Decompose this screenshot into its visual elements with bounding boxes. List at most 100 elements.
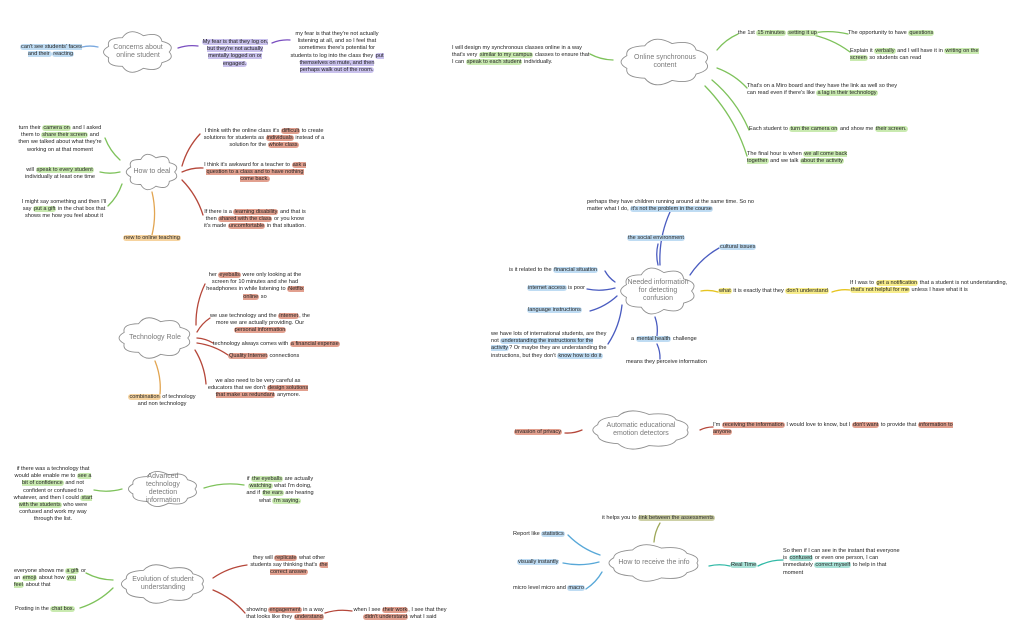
cloud-label-advanced: Advanced technology detection informatio… xyxy=(145,473,181,504)
highlighted-text: the ears xyxy=(261,490,284,497)
connector-line xyxy=(79,587,114,609)
note-n21: they will replicate what other students … xyxy=(247,555,331,577)
highlighted-text: learning disability xyxy=(233,209,279,215)
note-n19: everyone shows me a gift or an emoji abo… xyxy=(14,568,86,590)
note-text: The final hour is when xyxy=(747,151,804,157)
note-text: were only looking at the screen for 10 m… xyxy=(206,272,302,293)
note-text: the 1st xyxy=(738,30,757,36)
highlighted-text: 15 minutes xyxy=(756,30,786,36)
highlighted-text: confused xyxy=(788,555,814,562)
connector-line xyxy=(604,270,616,283)
note-text: her xyxy=(208,272,219,278)
note-text: so xyxy=(259,293,267,300)
note-text: and I asked them to xyxy=(21,125,102,139)
connector-line xyxy=(757,559,784,567)
cloud-node-advanced xyxy=(128,471,197,507)
note-text: what I'm doing, and if xyxy=(246,483,312,497)
note-n8: I think it's awkward for a teacher to as… xyxy=(203,162,307,184)
connector-line xyxy=(196,317,211,333)
note-text: if there was a technology that would abl… xyxy=(14,466,90,480)
note-n22: showing engagement in a way that looks l… xyxy=(245,607,325,621)
note-text: or you know it's made xyxy=(204,216,305,230)
note-text: Posting in the xyxy=(15,606,51,612)
note-text: in that situation. xyxy=(265,223,306,230)
highlighted-text: whole class xyxy=(267,142,299,149)
highlighted-text: a financial expense xyxy=(289,341,340,347)
note-n44: it helps you to link between the assessm… xyxy=(602,515,762,522)
note-n10: new to online teaching xyxy=(118,235,186,242)
cloud-label-deal: How to deal xyxy=(133,168,171,175)
note-text: I might say something and then I'll say xyxy=(21,199,107,213)
note-n43: I'm receiving the information I would lo… xyxy=(713,422,953,436)
note-text: , the more we are actually providing. Ou… xyxy=(215,313,310,327)
connector-line xyxy=(212,564,248,579)
connector-line xyxy=(586,287,616,291)
note-text: or an xyxy=(14,568,86,582)
note-text: Report like xyxy=(513,531,542,537)
cloud-label-needed: Needed information for detecting confusi… xyxy=(627,278,689,302)
highlighted-text: similar to my campus xyxy=(478,52,534,59)
highlighted-text: didn't understand xyxy=(363,614,409,621)
note-text: that a student is not understanding, xyxy=(918,280,1008,286)
highlighted-text: Quality Internet xyxy=(228,353,268,359)
note-text: who were confused and work my way throug… xyxy=(19,502,88,523)
highlighted-text: their work xyxy=(382,607,409,613)
note-n46: visually instantly xyxy=(517,559,587,566)
note-n36: language instructions xyxy=(527,307,607,314)
note-n49: So then if I can see in the instant that… xyxy=(783,548,903,577)
highlighted-text: financial situation xyxy=(553,267,599,273)
highlighted-text: speak to each student xyxy=(465,59,523,66)
cloud-node-receive xyxy=(608,544,699,582)
highlighted-text: visually instantly xyxy=(517,559,560,565)
cloud-node-deal xyxy=(125,153,178,191)
connector-line xyxy=(708,564,731,567)
note-text: That's on a Miro board and they have the… xyxy=(747,83,898,97)
note-text: is poor xyxy=(566,285,585,291)
note-text: micro level micro and xyxy=(513,585,568,591)
note-text: it helps you to xyxy=(602,515,639,521)
note-text: it is exactly that they xyxy=(731,288,786,294)
note-text: and that is then xyxy=(205,209,306,223)
cloud-label-evolution: Evolution of student understanding xyxy=(132,575,194,591)
note-n35: internet access is poor xyxy=(527,285,607,292)
cloud-shape xyxy=(592,410,689,450)
note-n14: Quality Internet connections xyxy=(228,353,308,360)
note-n45: Report like statistics xyxy=(513,531,593,538)
note-text: about how xyxy=(37,575,67,582)
note-n32: the social environment xyxy=(627,235,707,242)
cloud-shape xyxy=(103,31,172,73)
highlighted-text: put a gift xyxy=(32,206,57,213)
note-text: we have lots of international students, … xyxy=(491,331,607,345)
highlighted-text: new to online teaching xyxy=(123,235,181,241)
note-n24: I will design my synchronous classes onl… xyxy=(452,45,590,67)
note-text: are actually xyxy=(283,476,314,482)
highlighted-text: don't understand xyxy=(785,288,829,294)
connector-line xyxy=(716,33,739,51)
note-n17: if there was a technology that would abl… xyxy=(12,466,94,524)
highlighted-text: it's not the problem in the course xyxy=(630,206,713,213)
highlighted-text: engagement xyxy=(268,607,302,613)
connector-line xyxy=(154,360,161,395)
cloud-node-emotion xyxy=(592,410,689,450)
note-text: If there is a xyxy=(204,209,234,215)
note-text: about that xyxy=(24,582,51,589)
connector-line xyxy=(181,179,204,216)
highlighted-text: cultural issues xyxy=(719,244,757,250)
connector-line xyxy=(93,488,123,492)
connector-line xyxy=(181,133,201,167)
connector-line xyxy=(589,295,618,312)
connector-line xyxy=(704,85,748,157)
highlighted-text: uncomfortable xyxy=(227,223,266,230)
connector-line xyxy=(564,429,583,434)
highlighted-text: replicate xyxy=(274,555,298,561)
highlighted-text: link between the assessments xyxy=(638,515,715,521)
note-n34: is it related to the financial situation xyxy=(509,267,619,274)
note-text: we also need to be very careful as educa… xyxy=(207,378,301,392)
highlighted-text: chat box. xyxy=(50,606,76,612)
cloud-label-emotion: Automatic educational emotion detectors xyxy=(606,421,676,437)
note-text: , I see that they xyxy=(408,607,447,613)
highlighted-text: difficult xyxy=(280,128,301,134)
connector-line xyxy=(324,609,353,614)
highlighted-text: understand xyxy=(293,614,324,621)
